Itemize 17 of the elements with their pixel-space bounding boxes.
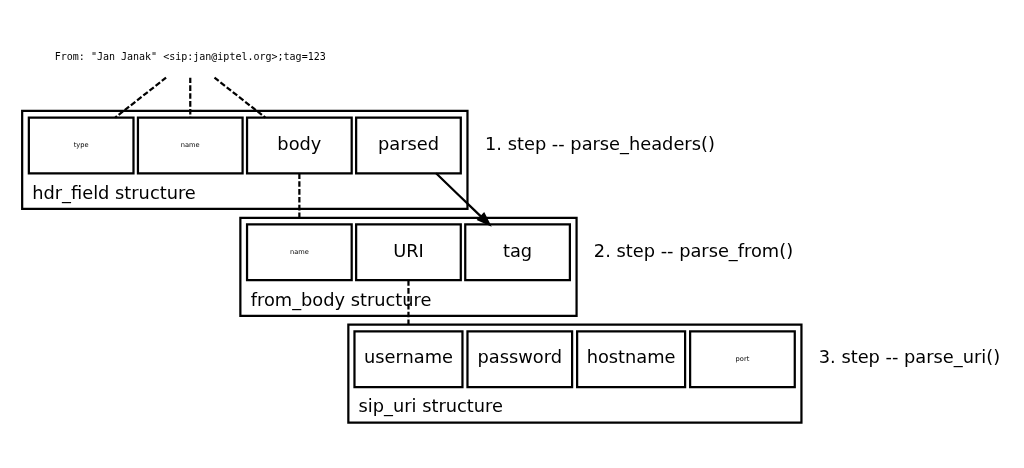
node-box: parsed: [355, 116, 462, 174]
arrow: [435, 172, 492, 227]
node-text: From: "Jan Janak" <sip:jan@iptel.org>;tag=123: [54, 50, 326, 62]
node-box: URI: [355, 222, 462, 281]
connector: [189, 77, 192, 118]
node-box: username: [353, 329, 464, 388]
connector: [407, 279, 410, 325]
connector: [114, 76, 167, 118]
connector: [298, 173, 301, 218]
node-box: tag: [464, 222, 571, 281]
node-box: password: [466, 329, 574, 388]
node-box: body: [245, 116, 353, 174]
label: 2. step -- parse_from(): [593, 239, 794, 261]
label: 1. step -- parse_headers(): [485, 132, 715, 154]
connector: [213, 76, 266, 118]
label: 3. step -- parse_uri(): [818, 345, 1001, 367]
node-box: hostname: [576, 329, 687, 388]
